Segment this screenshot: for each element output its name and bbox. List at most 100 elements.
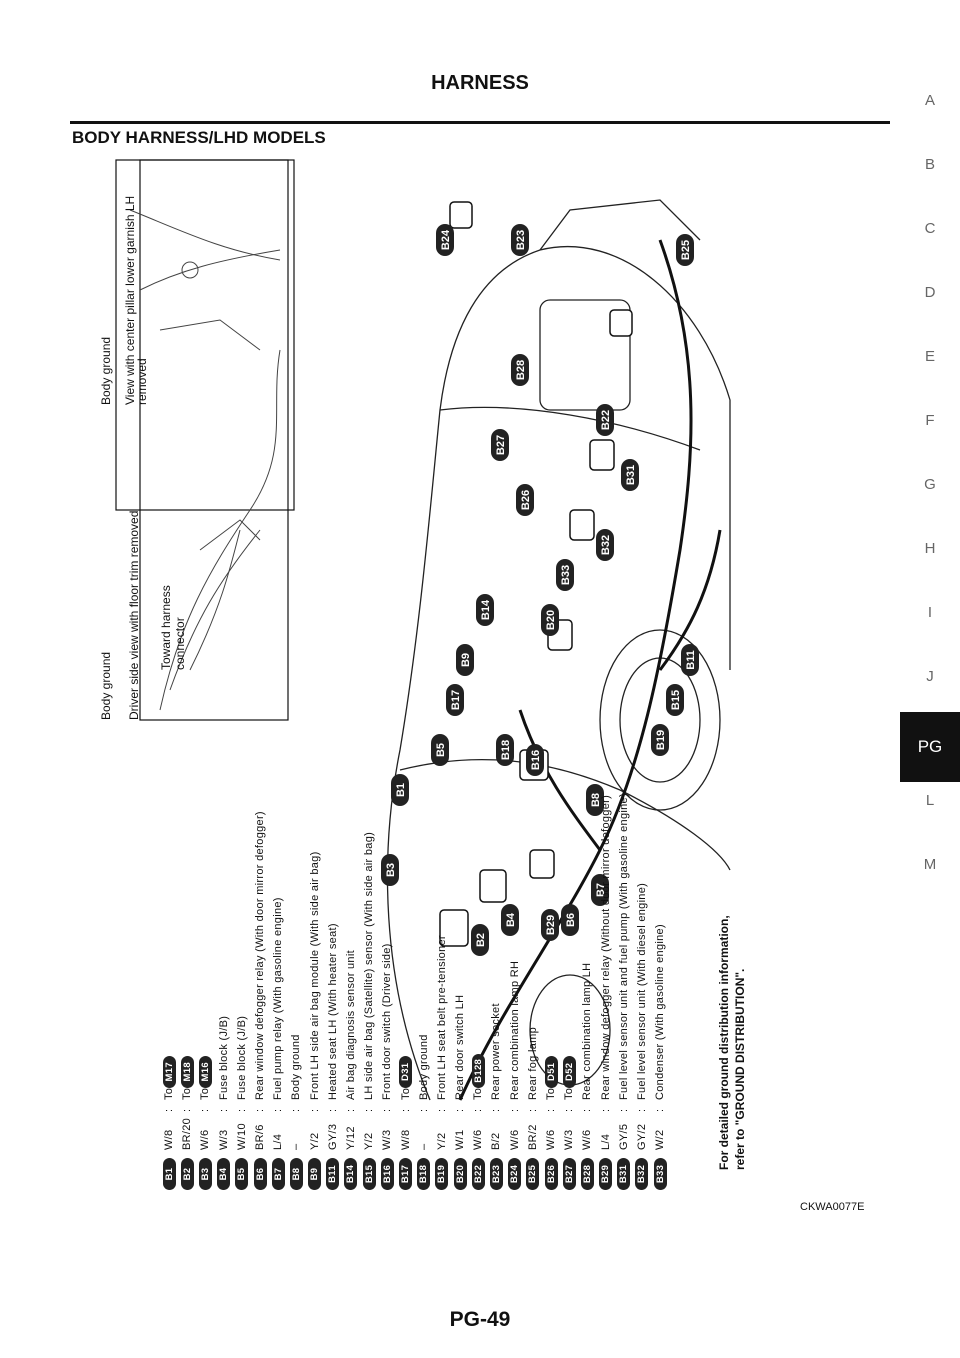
wire-code: BR/20	[181, 1117, 194, 1150]
callout-badge	[446, 684, 464, 716]
callout-label: B27	[495, 435, 507, 455]
callout-label: B11	[685, 650, 697, 670]
side-tab-a[interactable]: A	[924, 92, 935, 109]
inset-right-sketch	[129, 209, 281, 351]
callout-badge	[516, 484, 534, 516]
connector-description: To	[399, 1087, 412, 1100]
side-tab-l[interactable]: L	[925, 792, 935, 809]
callout-b28: B28	[511, 354, 529, 386]
separator-colon: :	[217, 1108, 230, 1112]
connector-id-badge: B29	[599, 1158, 613, 1190]
inset-left-callout1: Toward harness	[159, 585, 173, 670]
connector-id-badge: B22	[471, 1158, 485, 1190]
callout-b20: B20	[541, 604, 559, 636]
side-tab-j[interactable]: J	[926, 668, 934, 685]
connector-id-badge: B11	[326, 1158, 340, 1190]
separator-colon: :	[599, 1108, 612, 1112]
inset-left-ground: Body ground	[100, 652, 113, 720]
connector-id-badge: B27	[562, 1158, 576, 1190]
connector-description: LH side air bag (Satellite) sensor (With…	[363, 831, 376, 1100]
callout-b1: B1	[391, 774, 409, 806]
wire-code: W/3	[217, 1129, 230, 1150]
connector-description: Body ground	[417, 1034, 430, 1100]
connector-id-badge: B25	[526, 1158, 540, 1190]
side-tab-f[interactable]: F	[925, 412, 935, 429]
connector-description: Rear power socket	[490, 1003, 503, 1100]
separator-colon: :	[490, 1108, 503, 1112]
callout-label: B9	[460, 653, 472, 667]
connector-id-badge: B6	[253, 1158, 267, 1190]
wire-code: W/6	[545, 1129, 558, 1150]
wire-code: GY/2	[635, 1123, 648, 1150]
connector-id-badge: B4	[217, 1158, 231, 1190]
separator-colon: :	[617, 1108, 630, 1112]
callout-b17: B17	[446, 684, 464, 716]
wire-code: Y/2	[435, 1132, 448, 1150]
callout-b2: B2	[471, 924, 489, 956]
connector-ref-badge: D52	[562, 1055, 576, 1088]
side-tab-d[interactable]: D	[924, 284, 936, 301]
connector-id-badge: B17	[399, 1158, 413, 1190]
callout-label: B2	[475, 933, 487, 947]
legend-row: B8–:Body ground	[287, 130, 305, 1190]
callout-label: B29	[545, 915, 557, 935]
callout-b6: B6	[561, 904, 579, 936]
side-tab-i[interactable]: I	[927, 604, 933, 621]
connector-description: To	[472, 1087, 485, 1100]
connector-id-badge: B33	[653, 1158, 667, 1190]
ground-note-line2: refer to "GROUND DISTRIBUTION".	[733, 968, 747, 1170]
wire-code: –	[290, 1143, 303, 1150]
harness-wires	[458, 239, 722, 1101]
side-tab-g[interactable]: G	[924, 476, 936, 493]
ground-note: For detailed ground distribution informa…	[716, 915, 748, 1170]
callout-b31: B31	[621, 459, 639, 491]
callout-b11: B11	[681, 644, 699, 676]
side-tab-pg[interactable]: PG	[900, 712, 960, 782]
connector-description: To	[163, 1087, 176, 1100]
side-tab-c[interactable]: C	[924, 220, 936, 237]
callout-b23: B23	[511, 224, 529, 256]
separator-colon: :	[254, 1108, 267, 1112]
side-tab-b[interactable]: B	[924, 156, 935, 173]
side-tab-h[interactable]: H	[924, 540, 936, 557]
callout-badge	[476, 594, 494, 626]
separator-colon: :	[326, 1108, 339, 1112]
callout-label: B28	[515, 360, 527, 380]
legend-row: B18–:Body ground	[415, 130, 433, 1190]
callout-label: B14	[480, 599, 492, 620]
side-tab-e[interactable]: E	[924, 348, 935, 365]
callout-badge	[541, 604, 559, 636]
separator-colon: :	[581, 1108, 594, 1112]
side-tab-m[interactable]: M	[923, 856, 937, 873]
inset-right-frame	[115, 159, 295, 511]
callout-b25: B25	[676, 234, 694, 266]
connector-id-badge: B31	[617, 1158, 631, 1190]
connector-id-badge: B26	[544, 1158, 558, 1190]
callout-b5: B5	[431, 734, 449, 766]
callout-b8: B8	[586, 784, 604, 816]
callout-b32: B32	[596, 529, 614, 561]
wire-code: BR/2	[526, 1124, 539, 1150]
connector-description: Fuse block (J/B)	[235, 1015, 248, 1100]
connector-description: Fuel level sensor unit and fuel pump (Wi…	[617, 793, 630, 1100]
wire-code: W/8	[399, 1129, 412, 1150]
callout-label: B26	[520, 490, 532, 510]
connector-description: Rear combination lamp RH	[508, 960, 521, 1100]
separator-colon: :	[454, 1108, 467, 1112]
separator-colon: :	[363, 1108, 376, 1112]
callout-badge	[586, 784, 604, 816]
callout-label: B7	[595, 883, 607, 897]
callout-badge	[676, 234, 694, 266]
wire-code: W/1	[454, 1129, 467, 1150]
wire-code: W/2	[654, 1129, 667, 1150]
connector-id-badge: B24	[508, 1158, 522, 1190]
